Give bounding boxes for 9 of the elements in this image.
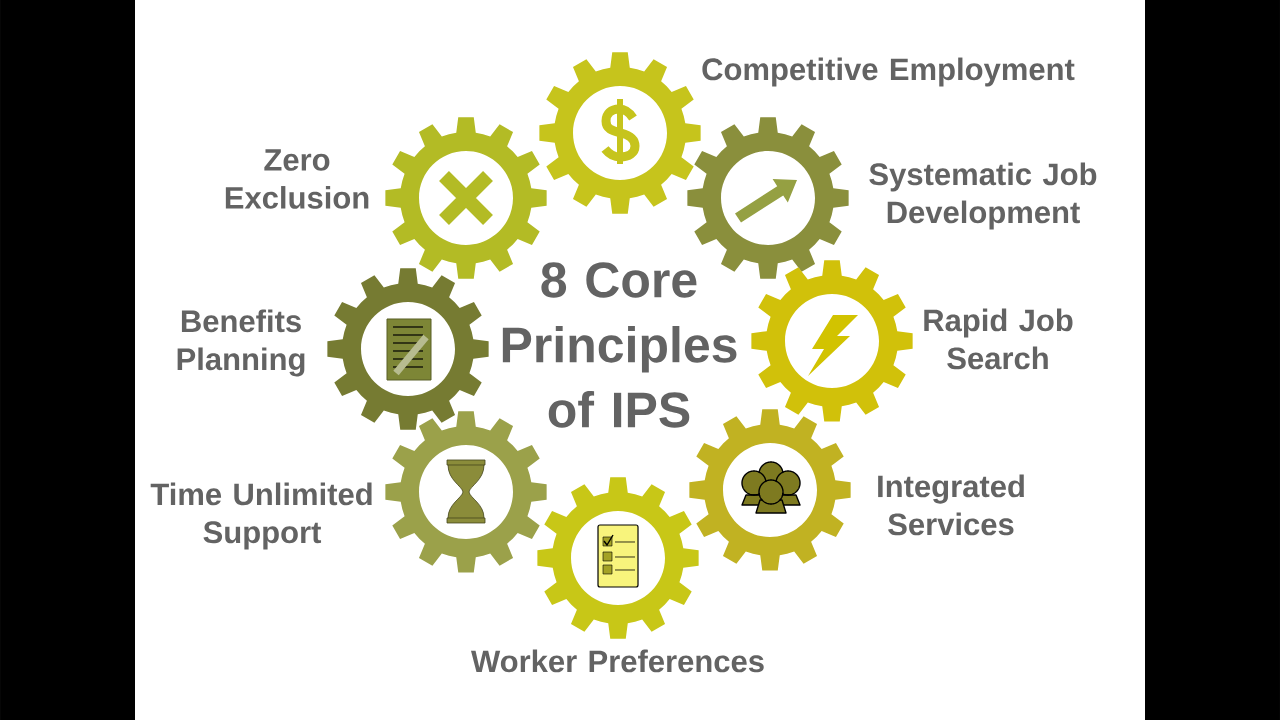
gear-label: Time Unlimited Support bbox=[150, 482, 372, 550]
gear-label: Integrated Services bbox=[878, 474, 1024, 536]
gear-label: Competitive Employment bbox=[702, 57, 1075, 87]
title: 8 Core Principles of IPS bbox=[502, 262, 737, 428]
gear-label: Zero Exclusion bbox=[225, 149, 369, 209]
gear-label: Rapid Job Search bbox=[924, 308, 1073, 370]
gear-label: Systematic Job Development bbox=[869, 162, 1097, 230]
gear-label: Benefits Planning bbox=[177, 309, 305, 377]
gear-label: Worker Preferences bbox=[471, 649, 764, 673]
